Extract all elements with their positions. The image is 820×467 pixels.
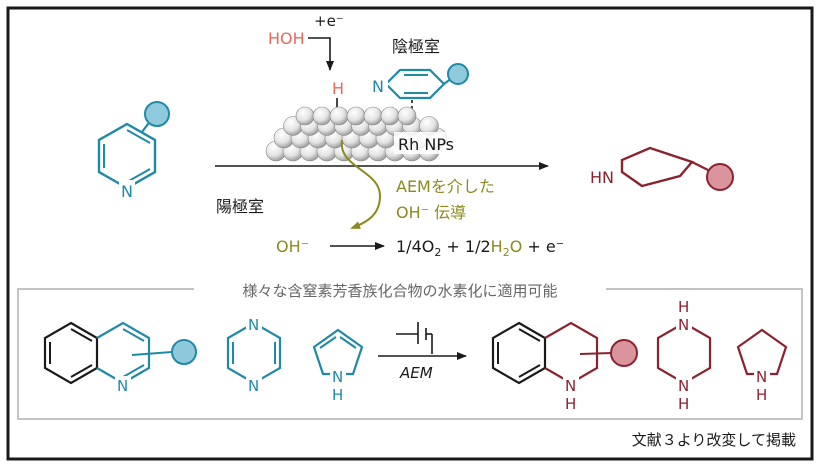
rh-particle (312, 106, 332, 126)
product-hn: HN (590, 168, 614, 187)
electrolysis-symbol (396, 322, 433, 354)
pyrrole-h: H (332, 386, 343, 404)
thq-n: N (565, 377, 576, 395)
pyrrole (312, 328, 364, 402)
piperazine-h-bottom: H (678, 395, 689, 413)
anode-oh-label: OH⁻ (276, 237, 309, 256)
anode-reaction-products: 1/4O2 + 1/2H2O + e⁻ (396, 237, 564, 259)
transport-line-2: OH⁻ 伝導 (396, 203, 466, 222)
piperazine-h-top: H (678, 298, 689, 316)
catalyst-label: Rh NPs (398, 135, 454, 154)
transport-line-1: AEMを介した (396, 177, 495, 196)
product-piperidine (590, 146, 734, 191)
pyrrolidine-n: N (756, 368, 767, 386)
piperazine (656, 296, 712, 412)
pyrrolidine-h: H (756, 386, 767, 404)
rh-particle (397, 106, 417, 126)
water-label: HOH (268, 29, 305, 48)
reactant-pyridine (97, 101, 170, 198)
scope-arrow-label: AEM (399, 364, 433, 382)
quinoline-substituent (171, 339, 197, 365)
tetrahydroquinoline (491, 321, 638, 412)
thq-h: H (565, 395, 576, 413)
rh-particle (329, 106, 349, 126)
surface-hydrogen-label: H (332, 79, 344, 98)
scope-title: 様々な含窒素芳香族化合物の水素化に適用可能 (242, 282, 557, 300)
cathode-chamber-label: 陰極室 (392, 37, 440, 56)
quinoline-n: N (117, 377, 128, 395)
hydroxide-transport-arrow (340, 139, 382, 229)
anode-chamber-label: 陽極室 (216, 197, 264, 216)
thq-substituent (610, 339, 638, 367)
electron-arrow (308, 37, 334, 71)
pyrazine-n-top: N (248, 316, 259, 334)
rh-particle (295, 106, 315, 126)
adsorbed-pyridine-n: N (372, 77, 384, 96)
source-caption: 文献３より改変して掲載 (632, 431, 796, 449)
pyrazine (226, 314, 282, 392)
rh-particle (346, 106, 366, 126)
piperazine-n-bottom: N (678, 377, 689, 395)
pyrrolidine (736, 328, 788, 402)
product-substituent (706, 163, 734, 191)
electron-in-label: +e⁻ (314, 12, 344, 30)
quinoline (43, 321, 197, 392)
reactant-substituent (144, 101, 170, 127)
rh-particle (380, 106, 400, 126)
pyrazine-n-bottom: N (248, 377, 259, 395)
reactant-n: N (121, 182, 133, 201)
substituent-circle (447, 63, 469, 85)
adsorbed-pyridine (372, 63, 469, 100)
rh-particle (363, 106, 383, 126)
piperazine-n-top: N (678, 316, 689, 334)
pyrrole-n: N (332, 368, 343, 386)
